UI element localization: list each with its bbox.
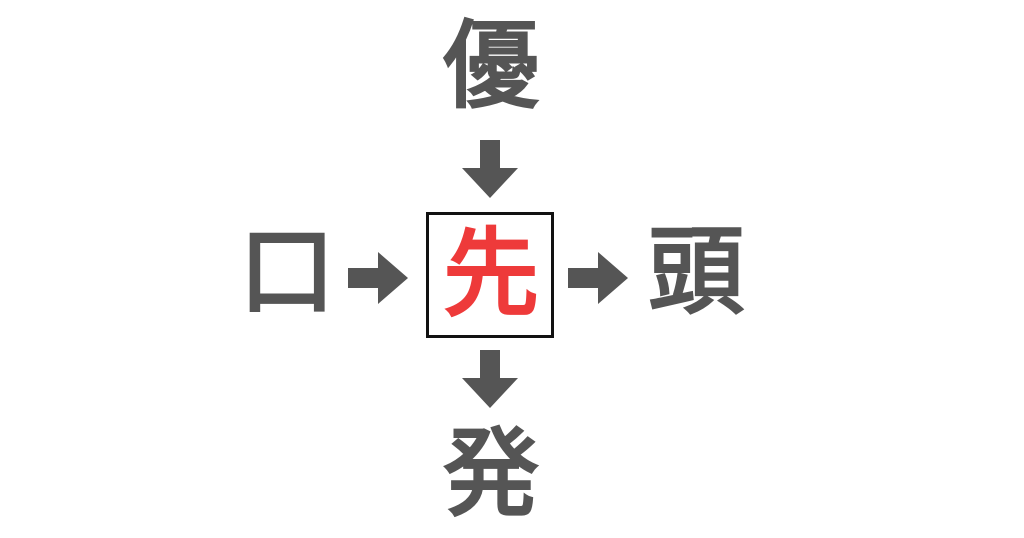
answer-kanji: 先 [443, 218, 539, 330]
bottom-kanji: 発 [443, 418, 539, 530]
answer-box[interactable] [426, 212, 554, 338]
arrow-down-icon [462, 350, 518, 408]
arrow-right-icon [348, 252, 408, 304]
left-kanji: 口 [239, 216, 335, 328]
top-kanji: 優 [443, 10, 539, 122]
right-kanji: 頭 [648, 216, 744, 328]
arrow-right-icon [568, 252, 628, 304]
arrow-down-icon [462, 140, 518, 198]
